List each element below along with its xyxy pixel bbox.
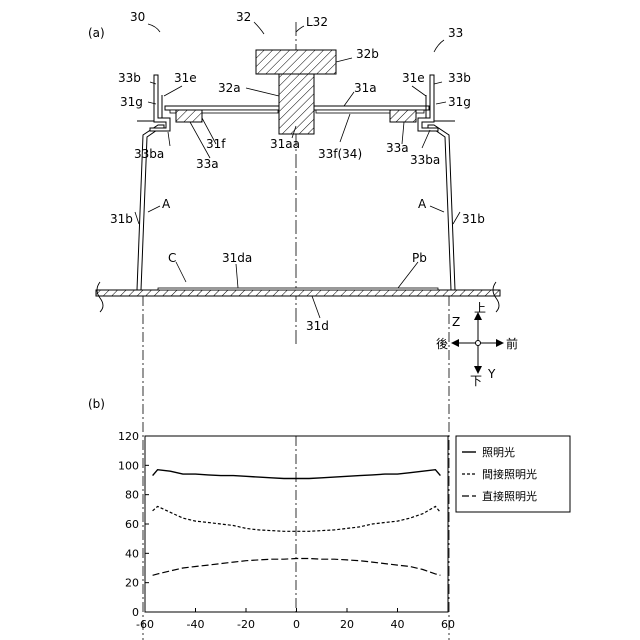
- y-tick-label: 20: [125, 577, 139, 590]
- label-32b: 32b: [356, 47, 379, 61]
- direction-back: 後: [436, 337, 448, 351]
- x-tick-label: 40: [391, 618, 405, 631]
- light-source-left-33a: [176, 110, 202, 122]
- label-33ba-left: 33ba: [134, 147, 164, 161]
- label-31f: 31f: [206, 137, 226, 151]
- direction-z: Z: [452, 315, 460, 329]
- knob-head-32b: [256, 50, 336, 74]
- label-33b-right: 33b: [448, 71, 471, 85]
- label-33f34: 33f(34): [318, 147, 362, 161]
- label-32: 32: [236, 10, 251, 24]
- y-axis: 020406080100120: [118, 430, 149, 619]
- label-31e-right: 31e: [402, 71, 425, 85]
- label-31g-left: 31g: [120, 95, 143, 109]
- label-31a: 31a: [354, 81, 377, 95]
- label-c: C: [168, 251, 176, 265]
- legend-label-2: 直接照明光: [482, 489, 537, 503]
- label-31b-right: 31b: [462, 212, 485, 226]
- y-tick-label: 120: [118, 430, 139, 443]
- panel-a: (a): [88, 10, 518, 640]
- x-tick-label: 0: [293, 618, 300, 631]
- plot-frame: [145, 436, 448, 612]
- label-a-right: A: [418, 197, 427, 211]
- label-31d: 31d: [306, 319, 329, 333]
- legend-label-0: 照明光: [482, 445, 515, 459]
- y-tick-label: 80: [125, 489, 139, 502]
- x-tick-label: 20: [340, 618, 354, 631]
- label-33: 33: [448, 26, 463, 40]
- x-tick-label: -20: [237, 618, 255, 631]
- x-tick-label: 60: [441, 618, 455, 631]
- base-plate-31d: [96, 290, 500, 296]
- panel-a-label: (a): [88, 26, 105, 40]
- label-l32: L32: [306, 15, 328, 29]
- light-source-right-33a: [390, 110, 416, 122]
- side-wall-right-31b: [428, 125, 455, 290]
- label-31g-right: 31g: [448, 95, 471, 109]
- x-axis: -60 -40 -20 0 20 40 60: [136, 608, 455, 631]
- label-31da: 31da: [222, 251, 252, 265]
- label-33ba-right: 33ba: [410, 153, 440, 167]
- direction-y: Y: [487, 367, 496, 381]
- series-line-2: [153, 559, 441, 576]
- series-layer: [153, 470, 441, 576]
- panel-b-label: (b): [88, 397, 105, 411]
- direction-front: 前: [506, 336, 518, 351]
- label-33a-left: 33a: [196, 157, 219, 171]
- y-tick-label: 60: [125, 518, 139, 531]
- label-31aa: 31aa: [270, 137, 300, 151]
- base-break-left: [97, 282, 103, 312]
- panel-b: (b) 0 20 40 60 80 100 120 -60 -40 -20 0 20 40 60 照明光…: [88, 397, 570, 631]
- direction-down: 下: [470, 374, 482, 388]
- knob-shaft-32a: [279, 74, 314, 134]
- display-panel-31da: [158, 288, 438, 290]
- y-tick-label: 100: [118, 459, 139, 472]
- series-line-1: [153, 506, 441, 531]
- legend-label-1: 間接照明光: [482, 467, 537, 481]
- label-33a-right: 33a: [386, 141, 409, 155]
- label-pb: Pb: [412, 251, 427, 265]
- label-33b-left: 33b: [118, 71, 141, 85]
- label-31b-left: 31b: [110, 212, 133, 226]
- label-31e-left: 31e: [174, 71, 197, 85]
- label-a-left: A: [162, 197, 171, 211]
- y-tick-label: 40: [125, 547, 139, 560]
- series-line-0: [153, 470, 441, 479]
- x-tick-label: -60: [136, 618, 154, 631]
- x-tick-label: -40: [187, 618, 205, 631]
- label-30: 30: [130, 10, 145, 24]
- direction-up: 上: [474, 301, 486, 315]
- legend: 照明光 間接照明光 直接照明光: [456, 436, 570, 512]
- base-break-right: [493, 282, 499, 312]
- label-32a: 32a: [218, 81, 241, 95]
